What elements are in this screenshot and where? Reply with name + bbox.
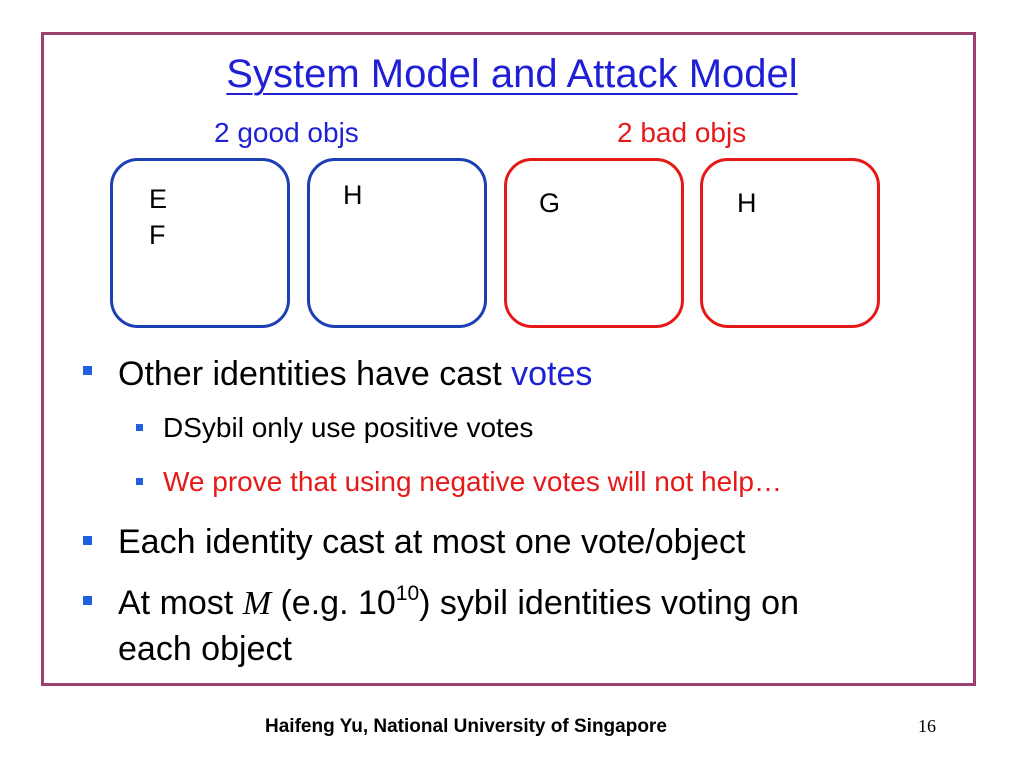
page-number: 16 (918, 716, 936, 736)
bullet-3: At most M (e.g. 1010) sybil identities v… (118, 582, 799, 625)
slide-frame (41, 32, 976, 686)
bullet-1-text: Other identities have cast (118, 355, 512, 393)
bullet-3-line-2: each object (118, 630, 292, 668)
bullet-2: Each identity cast at most one vote/obje… (118, 523, 746, 561)
bullet-marker (83, 366, 92, 375)
sub-bullet-1: DSybil only use positive votes (163, 412, 534, 443)
bullet-3-exponent: 10 (395, 582, 420, 605)
slide-title: System Model and Attack Model (226, 52, 798, 96)
box-4-line-1: H (737, 188, 757, 218)
good-objects-label: 2 good objs (214, 117, 359, 148)
box-2-line-1: H (343, 180, 363, 210)
sub-bullet-marker (136, 478, 143, 485)
bullet-marker (83, 536, 92, 545)
bad-object-box-1: G (504, 158, 684, 328)
box-1-line-2: F (149, 220, 166, 250)
good-object-box-2: H (307, 158, 487, 328)
box-3-line-1: G (539, 188, 561, 218)
bullet-marker (83, 596, 92, 605)
bad-object-box-2: H (700, 158, 880, 328)
slide-footer: Haifeng Yu, National University of Singa… (265, 716, 667, 737)
bullet-1: Other identities have cast votes (118, 353, 592, 395)
bullet-3-pre: At most (118, 584, 243, 622)
sub-bullet-marker (136, 424, 143, 431)
good-object-box-1: E F (110, 158, 290, 328)
bullet-3-mid: (e.g. 10 (271, 584, 396, 622)
bullet-3-variable: M (242, 585, 272, 622)
box-1-line-1: E (149, 184, 168, 214)
bullet-3-post: ) sybil identities voting on (419, 584, 800, 622)
bad-objects-label: 2 bad objs (617, 117, 747, 148)
bullet-1-highlight: votes (511, 355, 593, 393)
sub-bullet-2: We prove that using negative votes will … (163, 466, 782, 497)
